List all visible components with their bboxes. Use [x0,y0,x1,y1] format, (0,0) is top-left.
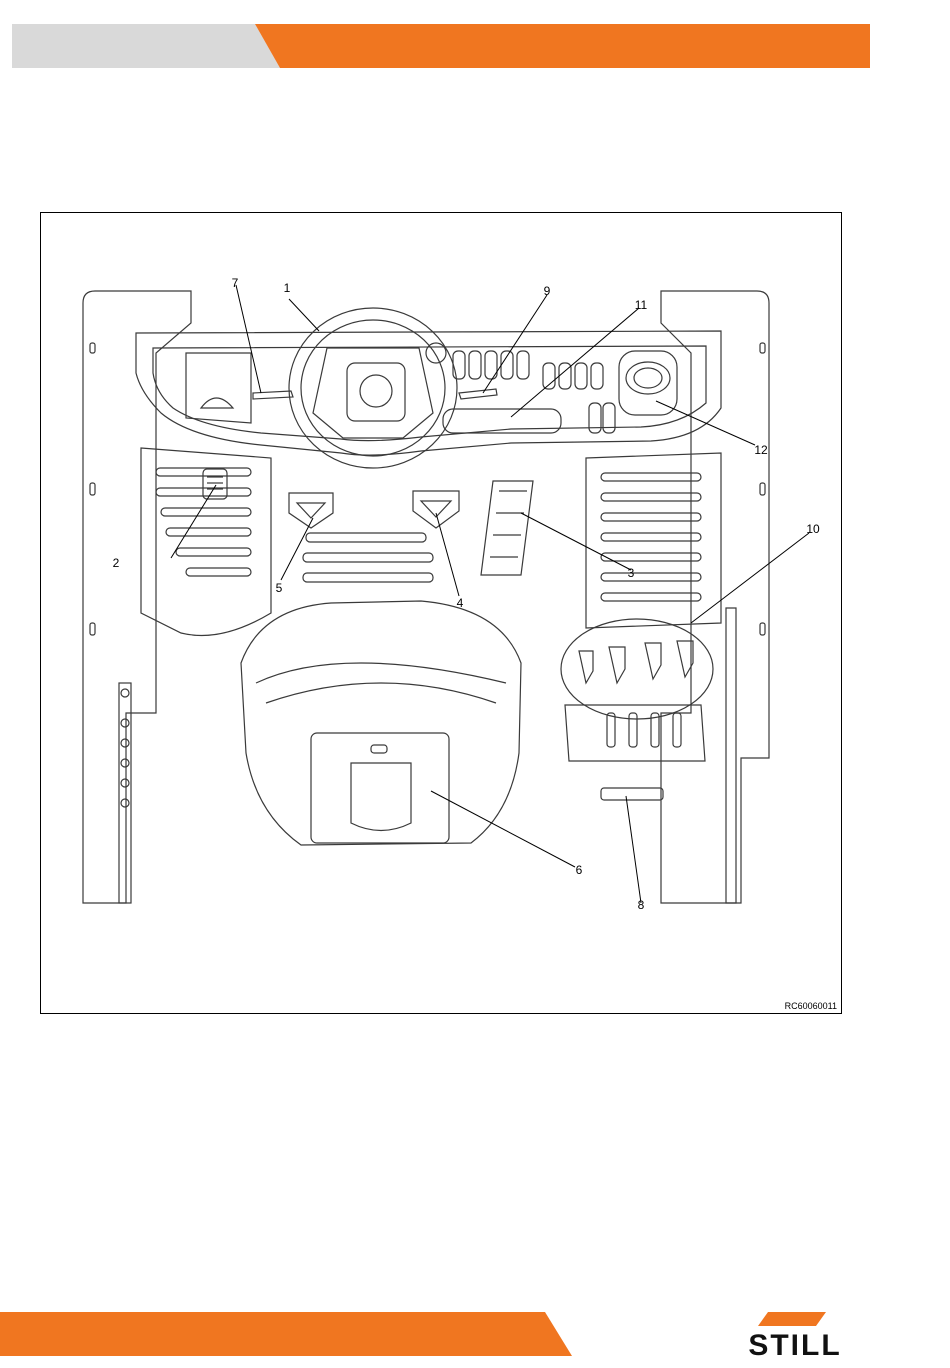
right-control-lever [459,389,497,399]
brake-pedal-right [413,491,459,528]
header-bar [0,0,950,80]
callout-3: 3 [628,567,635,579]
callout-7: 7 [232,277,239,289]
floor-ribs-right [601,473,701,601]
callout-11: 11 [635,299,647,311]
truck-cab-drawing [41,213,841,1013]
callout-8: 8 [638,899,645,911]
figure-image-code: RC60060011 [785,1001,837,1011]
header-orange-band [255,24,870,68]
callout-5: 5 [276,582,283,594]
callout-4: 4 [457,597,464,609]
left-control-lever [253,391,293,399]
leader-lines [171,285,809,903]
callout-1: 1 [284,282,291,294]
operating-controls-figure: 1 2 3 4 5 6 7 8 9 10 11 12 RC60060011 [40,212,842,1014]
callout-10: 10 [806,523,819,535]
callout-6: 6 [576,864,583,876]
left-frame-post [83,291,191,903]
callout-9: 9 [544,285,551,297]
cup-holder [619,351,677,415]
logo-wordmark: STILL [748,1329,841,1362]
hydraulic-control-levers [561,619,713,761]
driver-seat [241,601,521,845]
still-logo: STILL [700,1300,890,1368]
dash-switch-banks [453,351,615,433]
floor-switch [601,788,663,800]
seat-slider-rail [119,683,131,903]
footer-orange-band [0,1312,572,1356]
logo-orange-stripe [758,1312,826,1326]
callout-2: 2 [113,557,120,569]
floor-center-ribs [303,533,433,582]
accelerator-pedal [481,481,533,575]
dash-left-pocket [186,353,251,423]
header-grey-tab [12,24,280,68]
right-side-panel [726,608,736,903]
callout-12: 12 [754,444,767,456]
parking-brake-button [203,469,227,499]
